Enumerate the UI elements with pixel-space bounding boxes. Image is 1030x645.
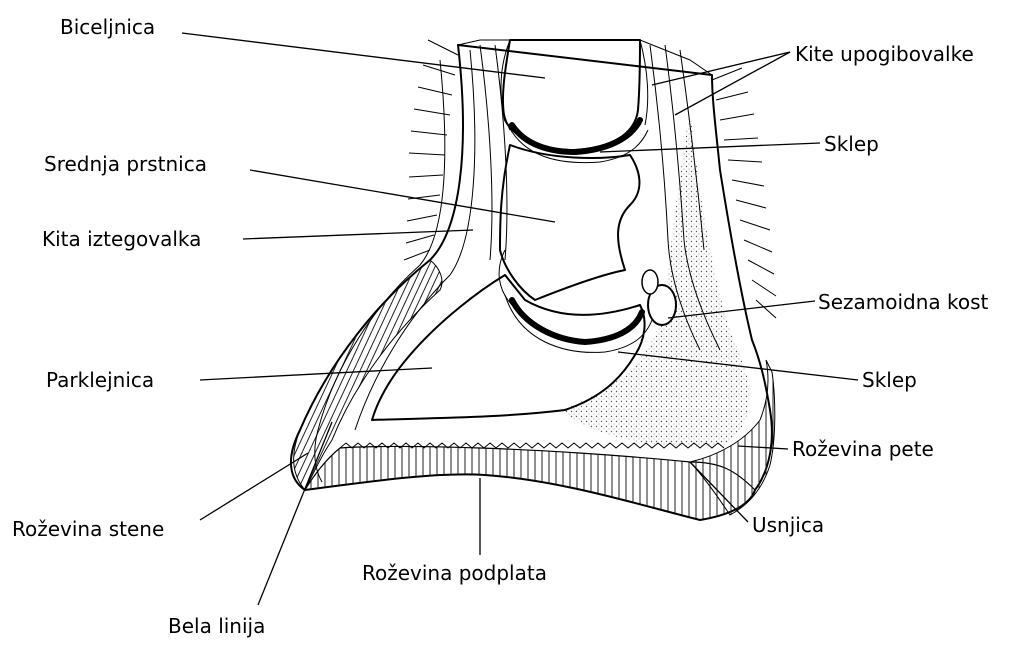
label-rozevina-stene: Roževina stene [12,517,164,541]
short-pastern [500,145,639,300]
label-rozevina-pete: Roževina pete [792,437,934,461]
label-biceljnica: Biceljnica [60,15,155,39]
hoof-drawing [291,40,776,520]
coffin-joint [512,300,642,342]
leader-rozevina-stene [200,453,308,520]
leader-kite-upogibovalke-1 [652,52,790,85]
label-bela-linija: Bela linija [168,614,265,638]
label-kite-upogibovalke: Kite upogibovalke [795,42,974,66]
label-sklep-upper: Sklep [824,132,879,156]
long-pastern [503,40,640,150]
label-sezamoidna-kost: Sezamoidna kost [818,290,989,314]
navicular-bone-inner [642,270,658,294]
leader-sklep-upper [600,143,820,152]
leader-kita-iztegovalka [243,230,473,239]
hair-fringe-right [712,68,776,318]
extensor-tendon-lines [480,45,507,260]
label-sklep-lower: Sklep [862,368,917,392]
label-srednja-prstnica: Srednja prstnica [44,152,207,176]
sole-horn-band [305,447,755,521]
label-usnjica: Usnjica [752,513,824,537]
label-parklejnica: Parklejnica [46,368,154,392]
label-rozevina-podplata: Roževina podplata [362,561,547,585]
leader-parklejnica [200,368,432,380]
leader-srednja-prstnica [250,170,555,222]
label-kita-iztegovalka: Kita iztegovalka [42,227,201,251]
labels: Biceljnica Srednja prstnica Kita iztegov… [12,15,989,638]
